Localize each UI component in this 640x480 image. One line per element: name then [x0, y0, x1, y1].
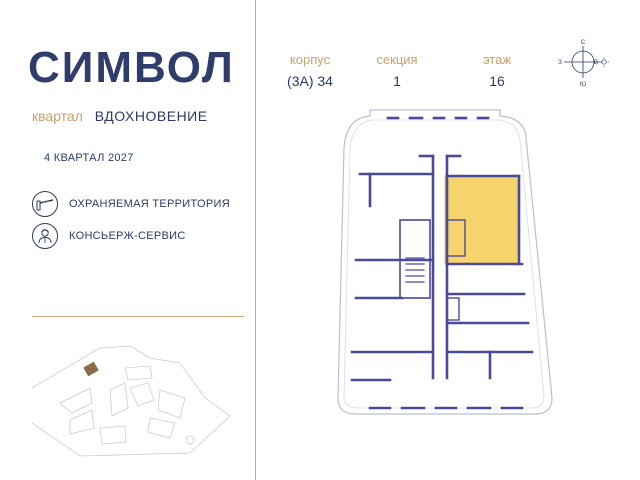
left-panel: СИМВОЛ квартал ВДОХНОВЕНИЕ 4 КВАРТАЛ 202… — [0, 0, 256, 480]
compass-icon: С Ю З В — [558, 40, 609, 88]
brand-logo: СИМВОЛ — [28, 43, 235, 92]
vertical-divider — [255, 0, 256, 480]
feature-security-label: ОХРАНЯЕМАЯ ТЕРРИТОРИЯ — [69, 198, 230, 210]
delivery-date: 4 КВАРТАЛ 2027 — [44, 152, 134, 164]
left-divider — [32, 316, 244, 317]
floor-plan — [337, 109, 553, 415]
quarter-label: квартал — [32, 108, 83, 124]
site-plan-map — [31, 345, 231, 457]
quarter-line: квартал ВДОХНОВЕНИЕ — [32, 108, 208, 124]
compass-east: В — [594, 60, 598, 66]
feature-security: ОХРАНЯЕМАЯ ТЕРРИТОРИЯ — [32, 191, 230, 217]
concierge-icon — [32, 223, 58, 249]
floor-info: этаж 16 — [452, 52, 542, 89]
floor-value: 16 — [489, 73, 505, 89]
feature-concierge-label: КОНСЬЕРЖ-СЕРВИС — [69, 230, 186, 242]
section-info: секция 1 — [352, 52, 442, 89]
feature-concierge: КОНСЬЕРЖ-СЕРВИС — [32, 223, 186, 249]
current-building-marker — [83, 361, 99, 377]
section-value: 1 — [393, 73, 401, 89]
section-label: секция — [376, 52, 418, 67]
compass-south: Ю — [580, 82, 586, 88]
floor-label: этаж — [482, 52, 512, 67]
building-value: (3A) 34 — [287, 73, 333, 89]
compass-west: З — [558, 60, 562, 66]
quarter-name: ВДОХНОВЕНИЕ — [94, 108, 208, 124]
barrier-gate-icon — [32, 191, 58, 217]
building-label: корпус — [289, 52, 331, 67]
compass-north: С — [581, 40, 586, 46]
building-info: корпус (3A) 34 — [265, 52, 355, 89]
